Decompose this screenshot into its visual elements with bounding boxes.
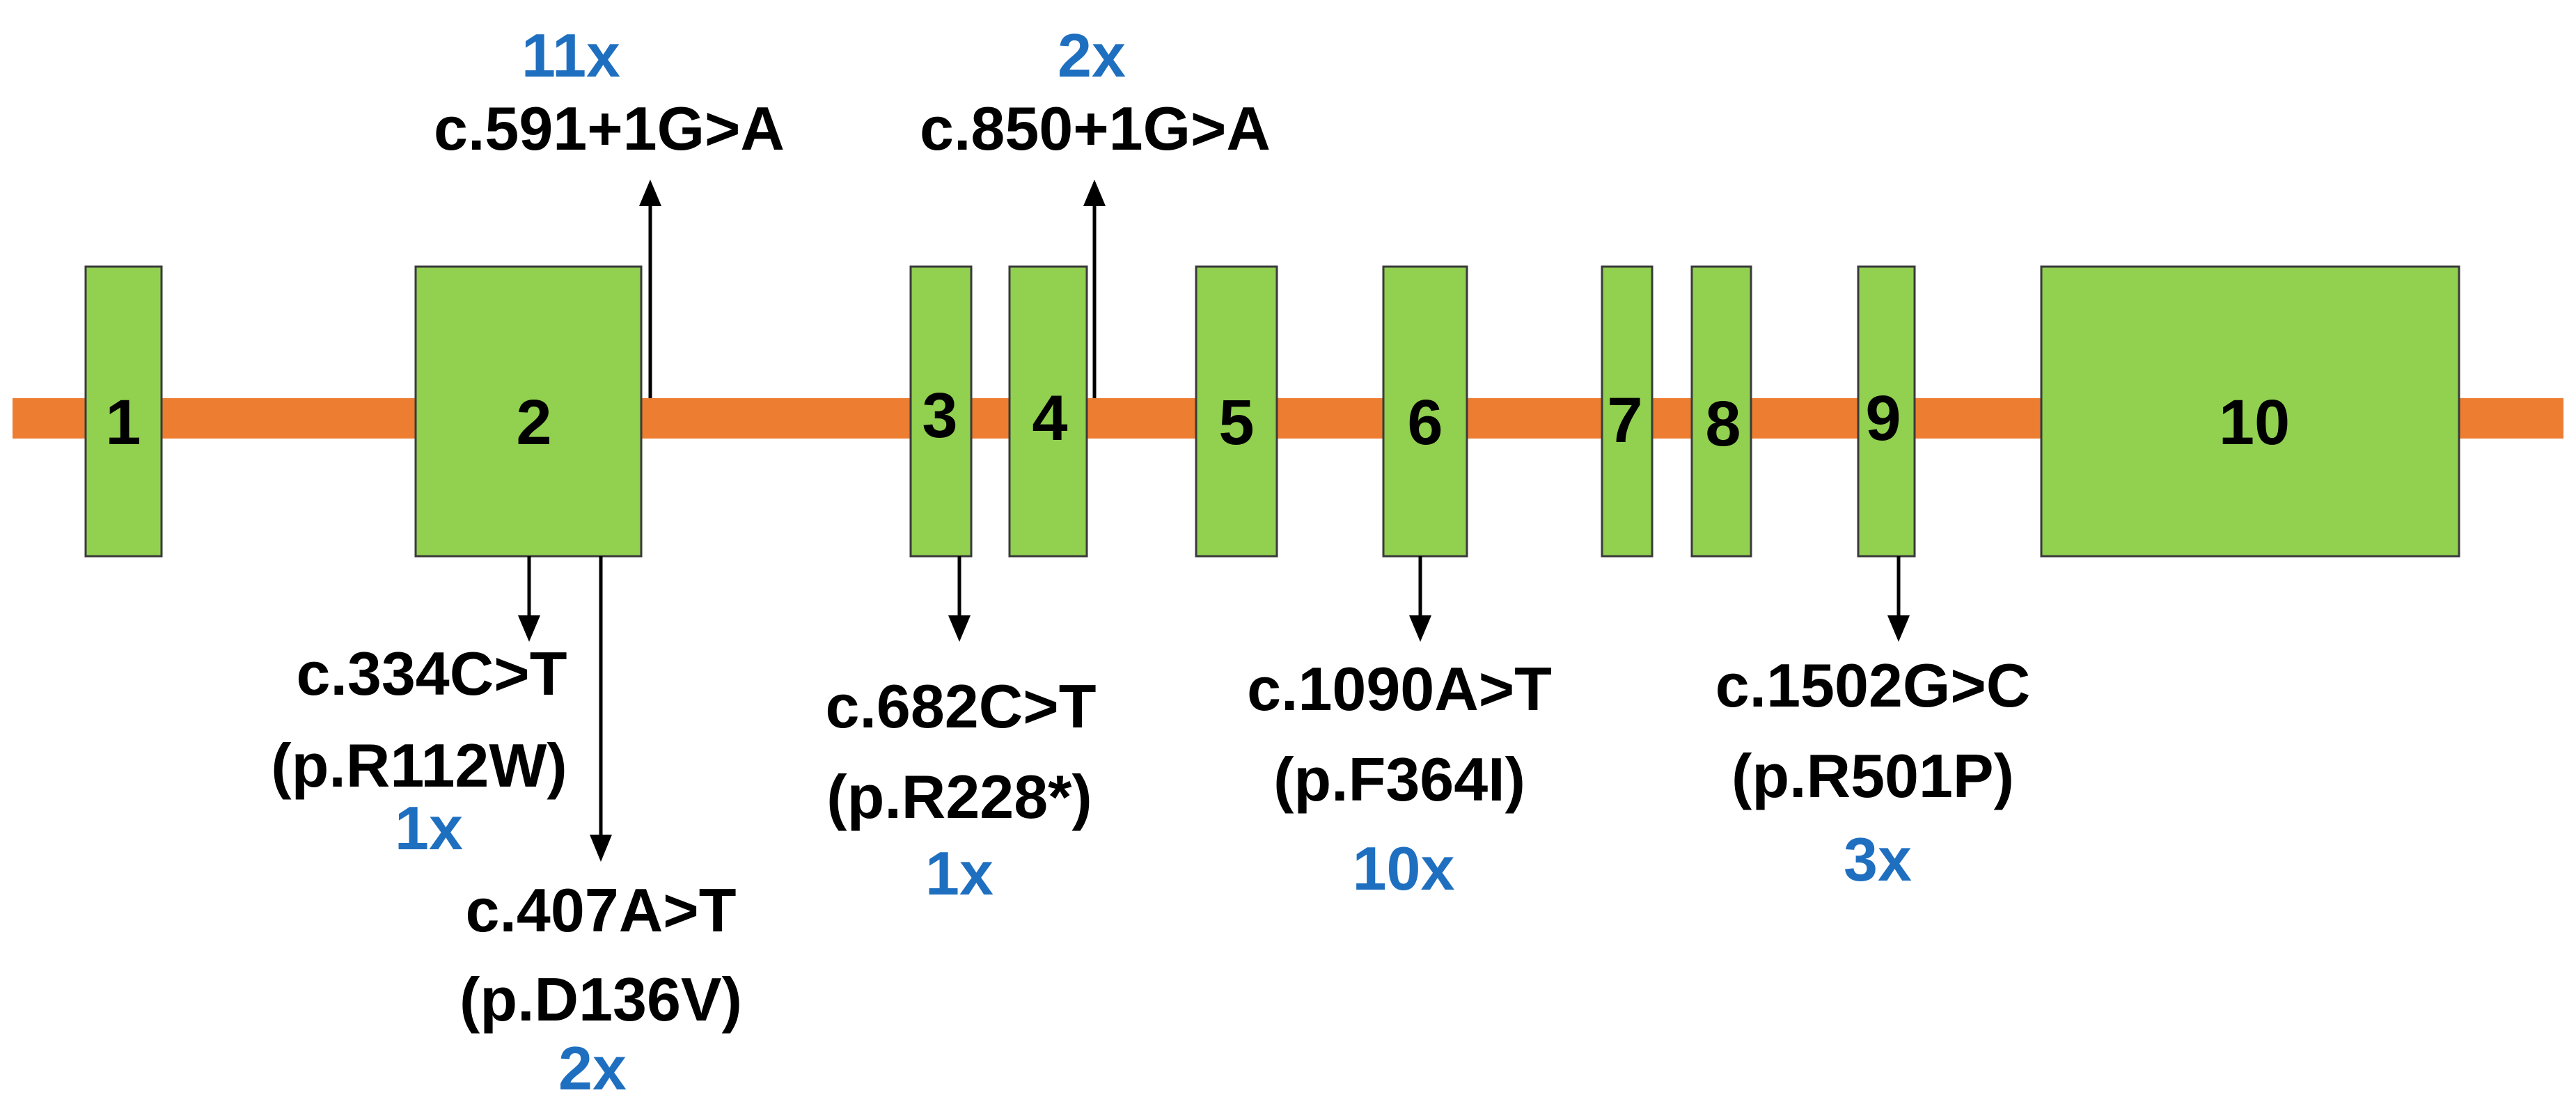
exon-label: 9 [1865,383,1901,454]
exon-label: 7 [1607,385,1642,456]
cdna-c334: c.334C>T [297,639,567,708]
cdna-c407: c.407A>T [466,876,737,945]
exon-6: 6 [1382,265,1468,558]
arrow-c591 [639,180,661,398]
exon-10: 10 [2040,265,2460,558]
exon-4: 4 [1008,265,1088,558]
arrow-c1090 [1409,556,1431,642]
arrow-c407 [590,556,612,862]
exon-8: 8 [1690,265,1752,558]
arrow-c682 [948,556,971,642]
cdna-c1090: c.1090A>T [1247,654,1552,723]
protein-c334: (p.R112W) [271,731,567,800]
exon-label: 8 [1705,388,1741,459]
exon-3: 3 [909,265,973,558]
exon-label: 1 [105,387,141,458]
count-c407: 2x [558,1034,627,1103]
cdna-c1502: c.1502G>C [1715,651,2031,720]
arrow-c334 [518,556,540,642]
count-c334: 1x [395,794,463,862]
exon-label: 5 [1218,387,1254,458]
cdna-c682: c.682C>T [826,672,1097,741]
exon-label: 2 [516,387,551,458]
exon-2: 2 [414,265,643,558]
arrow-c850 [1083,180,1106,398]
count-c1090: 10x [1353,834,1455,903]
cdna-c850: c.850+1G>A [920,94,1271,163]
count-c850: 2x [1058,21,1126,90]
protein-c1502: (p.R501P) [1731,741,2014,810]
exon-7: 7 [1601,265,1654,558]
protein-c1090: (p.F364I) [1273,745,1525,814]
exon-9: 9 [1857,265,1916,558]
exon-label: 10 [2219,387,2290,458]
exon-label: 4 [1032,383,1067,454]
exon-5: 5 [1195,265,1278,558]
exon-label: 6 [1407,387,1443,458]
arrow-c1502 [1887,556,1910,642]
count-c591: 11x [521,21,620,90]
protein-c682: (p.R228*) [826,762,1092,831]
exon-1: 1 [84,265,163,558]
count-c682: 1x [925,839,994,908]
count-c1502: 3x [1844,825,1912,894]
exon-label: 3 [922,380,957,451]
protein-c407: (p.D136V) [460,965,742,1034]
cdna-c591: c.591+1G>A [434,94,785,163]
